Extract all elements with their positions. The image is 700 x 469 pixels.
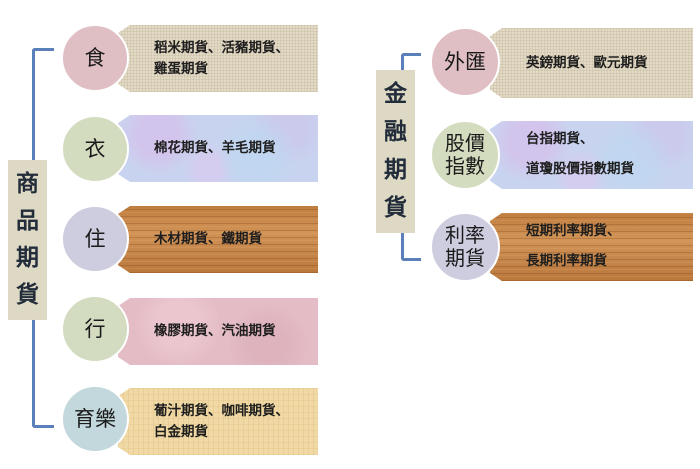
- financial-label-char: 金: [384, 81, 407, 108]
- category-label-line: 股價: [445, 131, 485, 155]
- category-label: 衣: [84, 136, 106, 161]
- item-text-line: 橡膠期貨、汽油期貨: [154, 323, 276, 340]
- item-text-line: 長期利率期貨: [526, 253, 607, 269]
- item-text-line: 稻米期貨、活豬期貨、: [154, 39, 289, 56]
- category-circle-stock-index: 股價 指數: [430, 120, 500, 190]
- item-box-clothing: 棉花期貨、羊毛期貨: [118, 115, 318, 182]
- item-text-line: 短期利率期貨、: [526, 223, 621, 240]
- item-text-line: 葡汁期貨、咖啡期貨、: [154, 402, 289, 419]
- category-circle-clothing: 衣: [61, 115, 129, 183]
- item-box-food: 稻米期貨、活豬期貨、 雞蛋期貨: [118, 25, 318, 92]
- category-circle-forex: 外匯: [430, 27, 500, 97]
- commodity-label-char: 貨: [16, 282, 39, 308]
- category-label: 育樂: [74, 406, 116, 431]
- category-label: 外匯: [444, 49, 486, 74]
- category-circle-transport: 行: [61, 295, 129, 363]
- category-circle-housing: 住: [61, 205, 129, 273]
- commodity-label-char: 商: [16, 171, 39, 197]
- category-label-line: 期貨: [445, 246, 485, 270]
- item-text-line: 白金期貨: [154, 423, 208, 440]
- item-text-line: 雞蛋期貨: [154, 60, 208, 77]
- item-box-interest-rate: 短期利率期貨、 長期利率期貨: [490, 213, 693, 281]
- financial-label-char: 融: [384, 119, 407, 146]
- item-text-line: 英鎊期貨、歐元期貨: [526, 54, 648, 71]
- financial-label-char: 貨: [384, 194, 407, 221]
- item-text-line: 木材期貨、鐵期貨: [154, 231, 262, 248]
- item-text-line: 棉花期貨、羊毛期貨: [154, 140, 276, 157]
- commodity-label-char: 品: [16, 208, 39, 234]
- item-text-line: 台指期貨、: [526, 131, 594, 148]
- category-label-line: 指數: [445, 154, 485, 178]
- category-circle-food: 食: [61, 24, 129, 92]
- category-label-line: 利率: [445, 223, 485, 247]
- item-text-line: 道瓊股價指數期貨: [526, 161, 634, 177]
- item-box-recreation: 葡汁期貨、咖啡期貨、 白金期貨: [118, 388, 318, 455]
- commodity-futures-label: 商 品 期 貨: [8, 160, 47, 320]
- item-box-housing: 木材期貨、鐵期貨: [118, 206, 318, 273]
- category-circle-recreation: 育樂: [61, 385, 129, 453]
- item-box-transport: 橡膠期貨、汽油期貨: [118, 298, 318, 365]
- financial-label-char: 期: [384, 156, 407, 183]
- financial-futures-label: 金 融 期 貨: [376, 70, 415, 233]
- category-label: 食: [84, 45, 106, 70]
- item-box-forex: 英鎊期貨、歐元期貨: [490, 28, 693, 98]
- item-box-stock-index: 台指期貨、 道瓊股價指數期貨: [490, 121, 693, 189]
- category-circle-interest-rate: 利率 期貨: [430, 212, 500, 282]
- category-label: 行: [84, 316, 106, 341]
- commodity-label-char: 期: [16, 245, 39, 271]
- category-label: 住: [84, 226, 106, 251]
